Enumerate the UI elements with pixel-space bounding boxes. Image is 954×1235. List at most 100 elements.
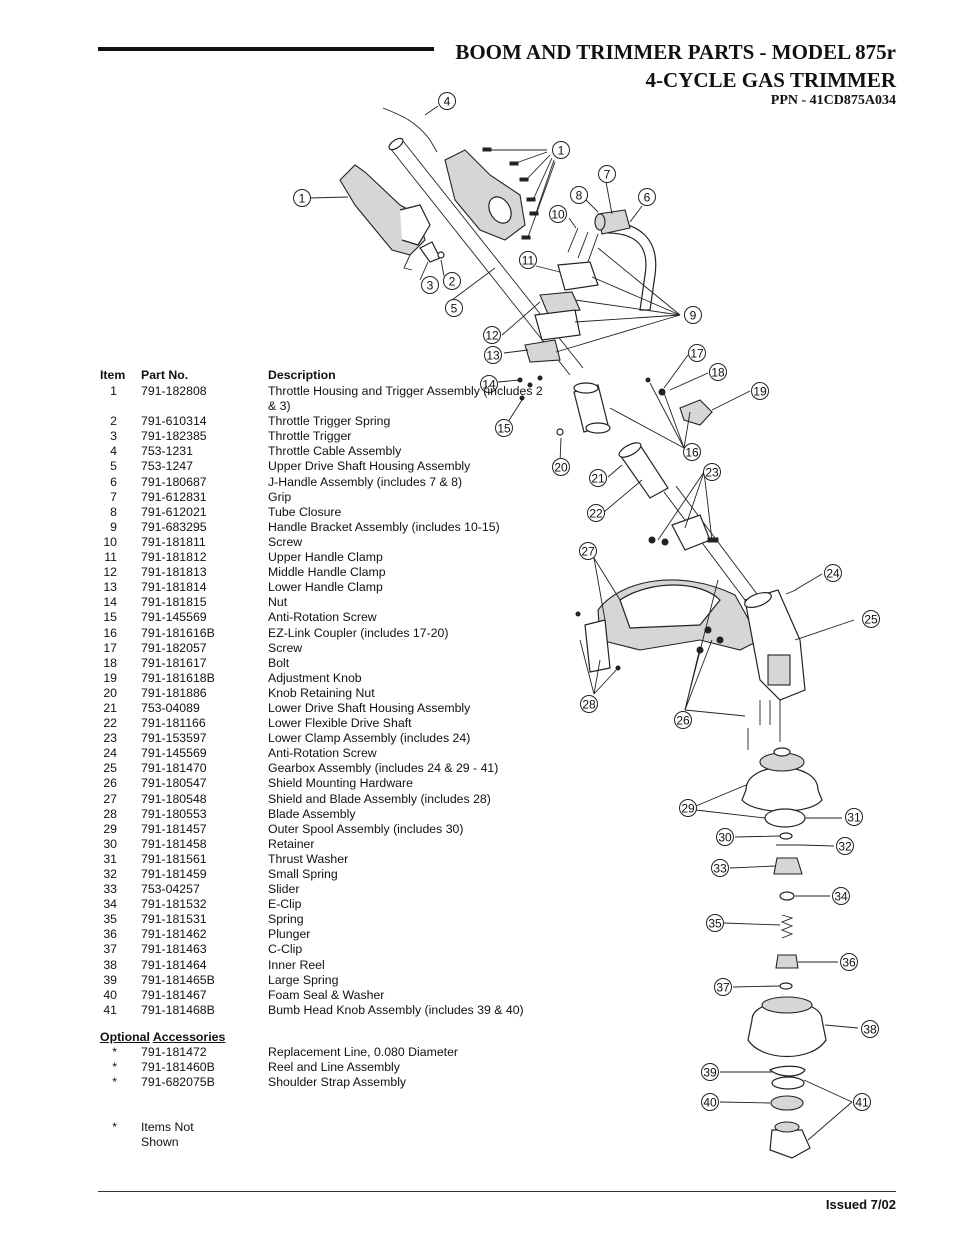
row-item: 25 [103,761,117,776]
row-description: Bumb Head Knob Assembly (includes 39 & 4… [268,1002,524,1017]
callout-9: 9 [684,306,702,324]
callout-label: 18 [711,366,725,380]
callout-28: 28 [580,695,598,713]
callout-22: 22 [587,504,605,522]
callout-30: 30 [716,828,734,846]
row-description: Anti-Rotation Screw [268,746,377,761]
row-item: 7 [110,489,117,504]
row-description: Shield Mounting Hardware [268,776,413,791]
accessory-description: Replacement Line, 0.080 Diameter [268,1044,459,1059]
callout-24: 24 [824,564,842,582]
diagram-callouts: 1123456789101112131415161718192021222324… [293,92,880,1111]
row-part-no: 791-181617 [141,655,207,670]
row-part-no: 791-181459 [141,867,207,881]
row-item: 41 [103,1002,117,1017]
page-title: BOOM AND TRIMMER PARTS - MODEL 875r 4-CY… [455,38,896,94]
upper-boom-drawing [339,107,584,376]
row-item: 27 [103,791,117,806]
callout-label: 9 [690,309,697,323]
accessory-part-no: 791-181472 [141,1044,207,1059]
row-description: Screw [268,640,303,655]
callout-4: 4 [438,92,456,110]
callout-13: 13 [484,346,502,364]
row-description: Blade Assembly [268,806,356,821]
table-row: 29 791-181457 Outer Spool Assembly (includ… [100,821,463,837]
row-part-no: 791-612831 [141,489,207,504]
footnote: * Items Not Shown [100,1120,225,1149]
callout-2: 2 [443,272,461,290]
row-part-no: 791-181811 [141,534,206,549]
row-item: 23 [103,731,117,746]
row-part-no: 791-181457 [141,821,207,836]
callout-label: 27 [581,545,595,559]
row-description: Gearbox Assembly (includes 24 & 29 - 41) [268,761,499,776]
accessory-mark: * [112,1044,117,1059]
row-part-no: 753-1231 [141,444,193,459]
row-description: Handle Bracket Assembly (includes 10-15) [268,519,500,534]
callout-38: 38 [861,1020,879,1038]
row-description: Middle Handle Clamp [268,565,386,580]
callout-12: 12 [483,326,501,344]
callout-label: 20 [554,461,568,475]
callout-label: 14 [482,378,496,392]
row-description: J-Handle Assembly (includes 7 & 8) [268,474,463,489]
row-part-no: 791-181462 [141,927,207,942]
callout-35: 35 [706,914,724,932]
optional-label: Optional [100,1029,150,1044]
callout-41: 41 [853,1093,871,1111]
footer-rule [98,1191,896,1192]
accessory-part-no: 791-682075B [141,1075,215,1090]
row-item: 26 [103,776,117,791]
row-description: Large Spring [268,972,339,987]
callout-10: 10 [549,205,567,223]
callout-label: 17 [690,347,704,361]
row-part-no: 791-180553 [141,806,207,821]
callout-25: 25 [862,610,880,628]
callout-label: 32 [838,840,852,854]
callout-1: 1 [293,189,311,207]
row-part-no: 791-181166 [141,716,206,731]
callout-31: 31 [845,808,863,826]
row-item: 33 [103,882,117,897]
row-item: 11 [104,550,117,565]
parts-table-header: Item Part No. Description [100,368,336,384]
row-description: C-Clip [268,942,303,957]
row-item: 18 [103,655,117,670]
row-part-no: 791-182808 [141,384,207,398]
callout-15: 15 [495,419,513,437]
row-description: Tube Closure [268,504,342,519]
row-part-no: 791-145569 [141,746,207,761]
row-item: 29 [103,821,117,836]
row-item: 9 [110,519,117,534]
callout-label: 26 [676,714,690,728]
callout-label: 10 [551,208,565,222]
callout-21: 21 [589,469,607,487]
callout-34: 34 [832,887,850,905]
callout-label: 39 [703,1066,717,1080]
callout-label: 6 [644,191,651,205]
callout-11: 11 [519,251,537,269]
row-description: Outer Spool Assembly (includes 30) [268,821,464,836]
row-item: 12 [103,565,117,580]
shield-drawing [575,579,806,750]
callout-label: 13 [486,349,500,363]
callout-label: 33 [713,862,727,876]
row-part-no: 791-181531 [141,912,207,927]
accessory-description: Shoulder Strap Assembly [268,1075,407,1090]
